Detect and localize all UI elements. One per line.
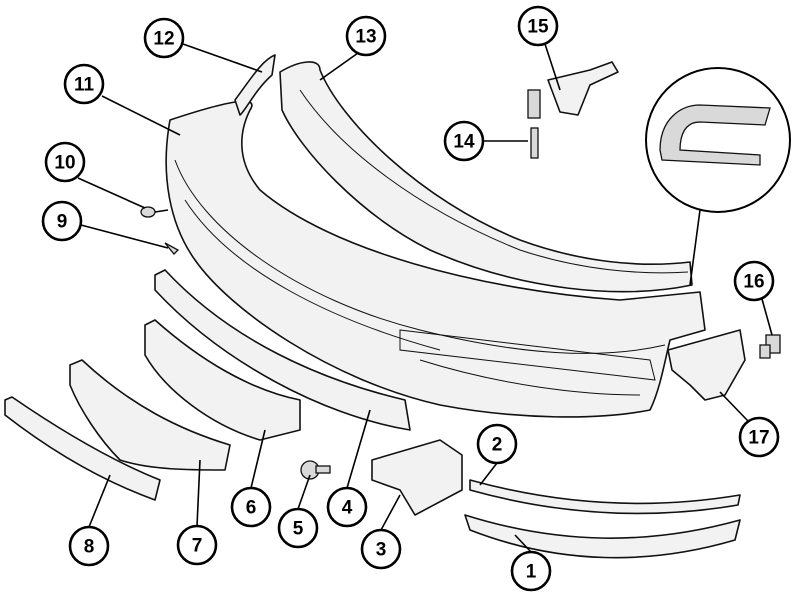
callout-number: 16: [743, 272, 764, 293]
callout-circle: [733, 260, 775, 302]
callout-number: 8: [84, 537, 95, 558]
callout-9: 9: [41, 200, 83, 242]
callout-11: 11: [63, 63, 105, 105]
bumper-cover: [165, 100, 706, 418]
callout-number: 11: [74, 75, 95, 96]
callout-16: 16: [733, 260, 775, 302]
callout-17: 17: [738, 416, 780, 458]
callout-circle: [277, 507, 319, 549]
callout-3: 3: [360, 528, 402, 570]
callout-circle: [68, 525, 110, 567]
upper-trim-strip: [234, 54, 276, 116]
callout-circle: [326, 486, 368, 528]
callout-circle: [443, 120, 485, 162]
callout-13: 13: [345, 15, 387, 57]
callout-7: 7: [176, 524, 218, 566]
callout-number: 13: [355, 27, 376, 48]
callout-circle: [176, 524, 218, 566]
license-plate-bracket-7: [69, 359, 231, 471]
callout-15: 15: [517, 5, 559, 47]
clip-10: [140, 206, 169, 218]
clip-16: [759, 334, 781, 359]
callout-number: 17: [748, 428, 769, 449]
callout-circle: [41, 200, 83, 242]
license-plate-holder-6: [144, 319, 301, 441]
callout-circle: [63, 63, 105, 105]
callout-number: 14: [453, 132, 475, 153]
callout-number: 4: [342, 498, 353, 519]
callout-number: 7: [192, 536, 203, 557]
bracket-15: [527, 61, 619, 119]
callout-number: 5: [293, 519, 304, 540]
clip-9: [164, 242, 180, 255]
bolt-14: [530, 127, 539, 159]
side-bracket-17: [667, 329, 746, 401]
callout-4: 4: [326, 486, 368, 528]
callout-8: 8: [68, 525, 110, 567]
screw-5: [300, 460, 331, 480]
callout-circle: [44, 141, 86, 183]
callout-number: 15: [527, 17, 549, 38]
callout-circle: [143, 17, 185, 59]
callout-number: 3: [376, 540, 387, 561]
callout-6: 6: [230, 486, 272, 528]
grille-strip-4: [154, 269, 411, 431]
air-duct-3: [371, 439, 463, 516]
callout-14: 14: [443, 120, 485, 162]
callout-circle: [360, 528, 402, 570]
callout-circle: [510, 550, 552, 592]
callout-number: 12: [153, 29, 174, 50]
callout-number: 6: [246, 498, 257, 519]
callout-5: 5: [277, 507, 319, 549]
callout-12: 12: [143, 17, 185, 59]
callout-10: 10: [44, 141, 86, 183]
callout-circle: [230, 486, 272, 528]
callout-number: 9: [57, 212, 68, 233]
leader-lines: [77, 43, 773, 553]
lower-strip-8: [4, 396, 161, 501]
detail-inset: [645, 67, 791, 286]
callout-circle: [738, 416, 780, 458]
trim-strip-1: [464, 514, 741, 559]
callout-circle: [476, 423, 518, 465]
callout-number: 1: [526, 562, 537, 583]
callout-number: 2: [492, 435, 503, 456]
callout-number: 10: [54, 153, 75, 174]
bumper-reinforcement: [279, 61, 693, 293]
trim-strip-2: [469, 479, 741, 515]
callout-1: 1: [510, 550, 552, 592]
callout-circle: [345, 15, 387, 57]
callout-circle: [517, 5, 559, 47]
callout-2: 2: [476, 423, 518, 465]
